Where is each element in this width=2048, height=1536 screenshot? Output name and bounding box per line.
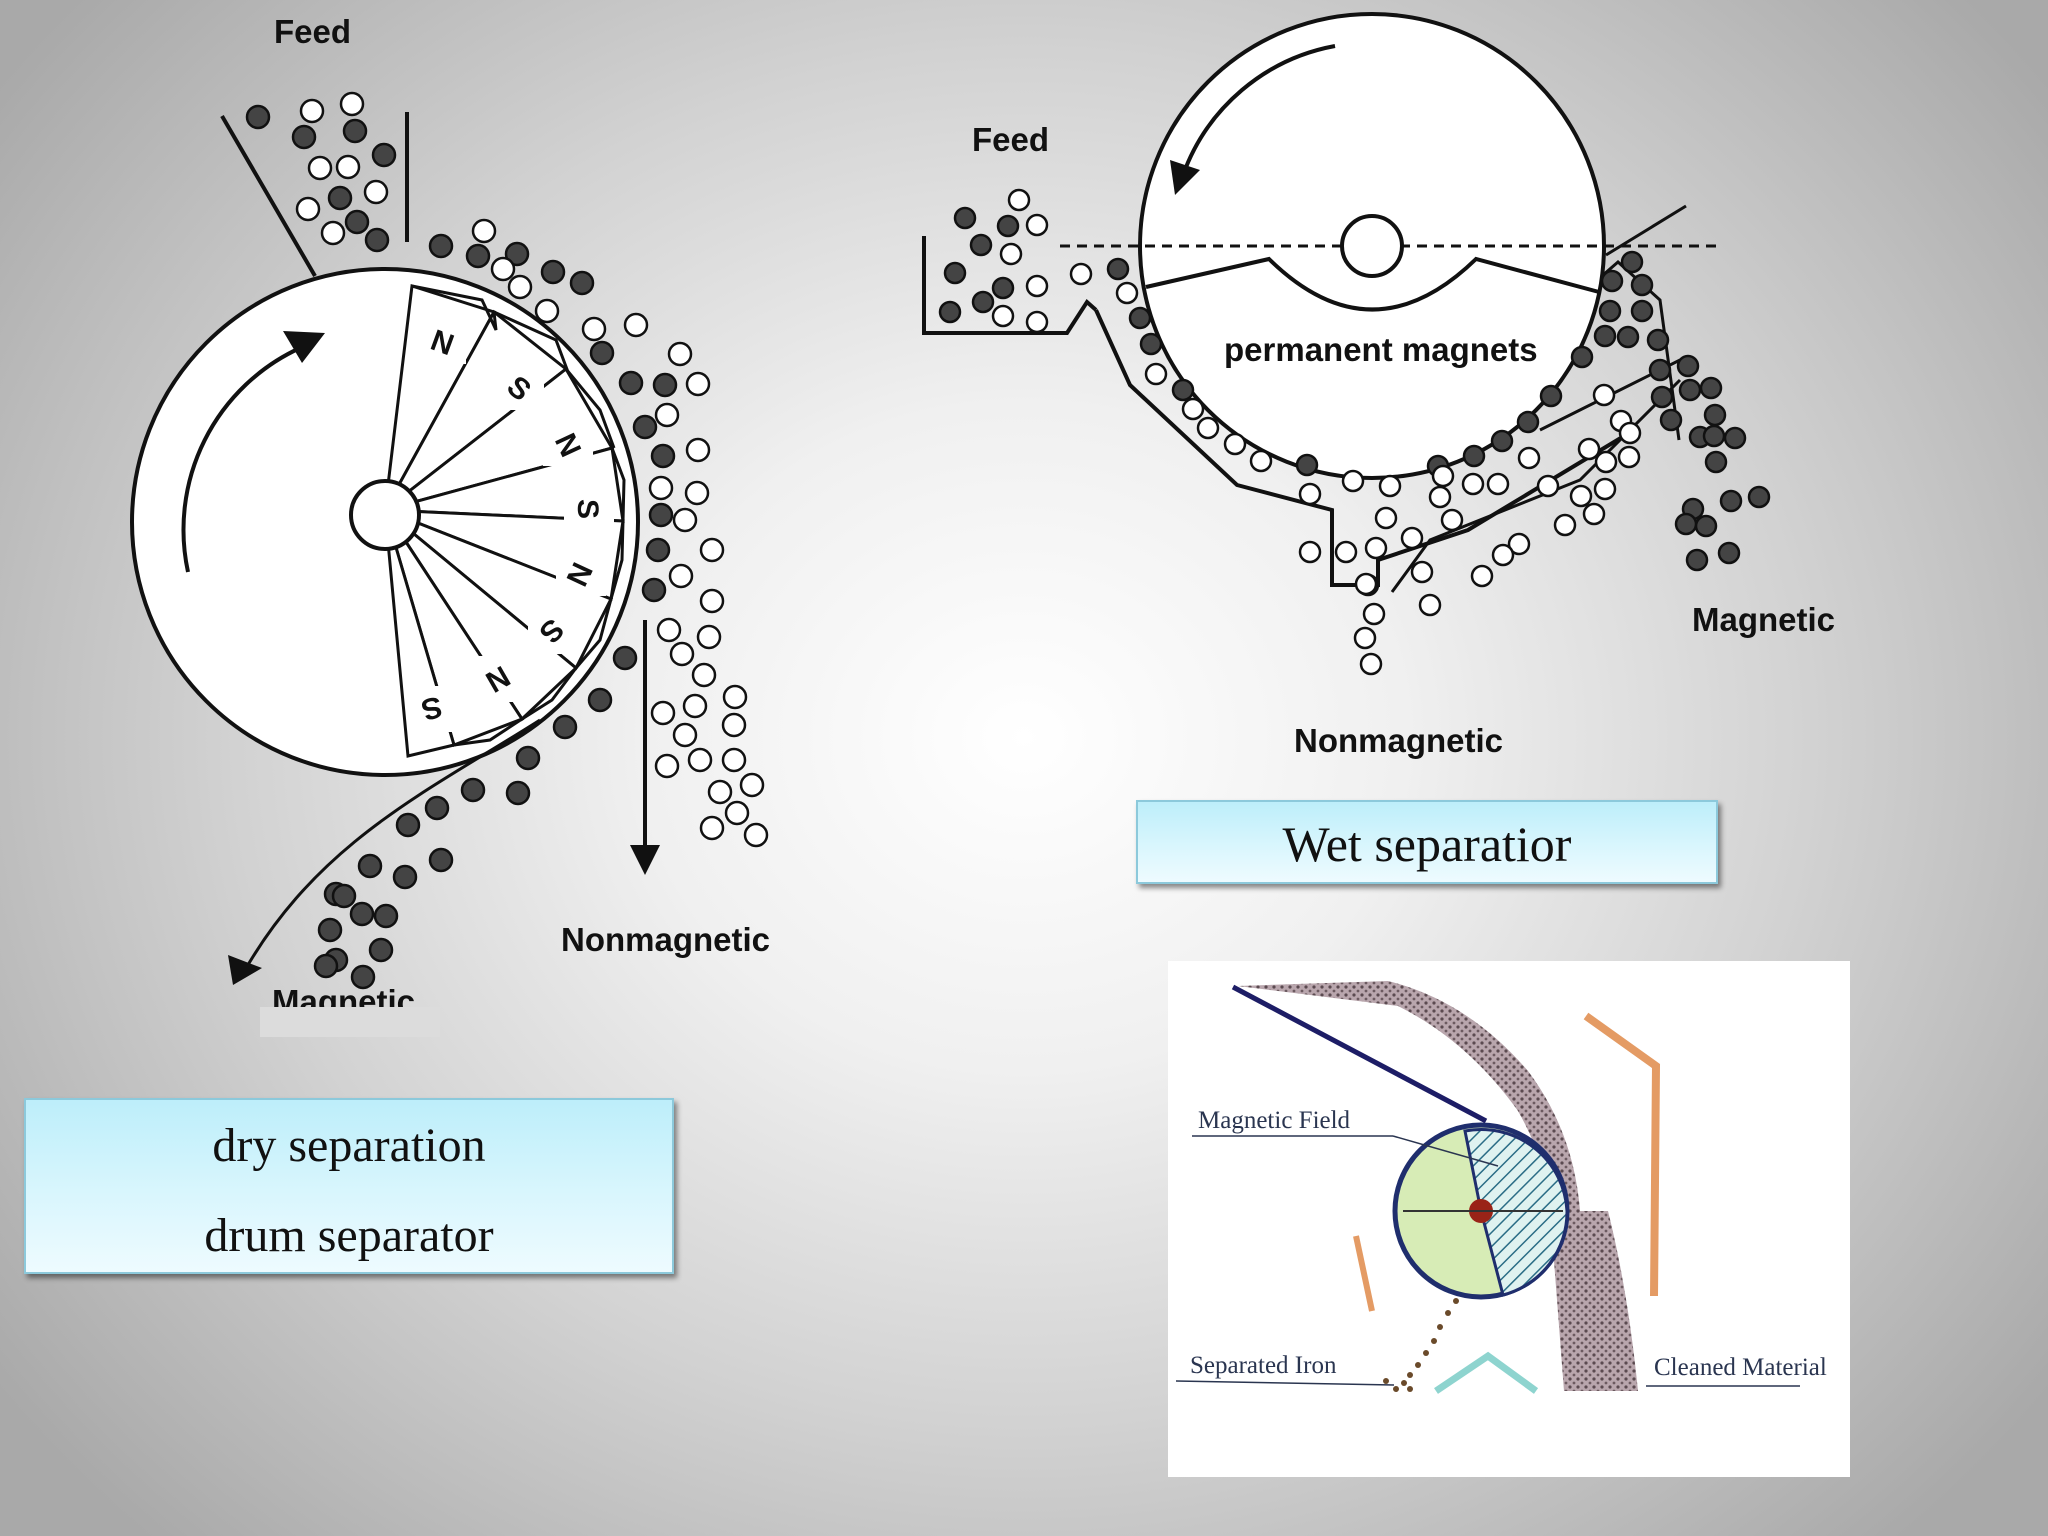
iron-chute xyxy=(1434,1351,1539,1394)
conveyor-belt xyxy=(1231,984,1488,1124)
wet-rotation-arrowhead xyxy=(1170,160,1200,195)
wet-rotation-arrow xyxy=(1181,44,1336,176)
pole-s-2: S xyxy=(571,499,604,519)
wet-separator-caption: Wet separatior xyxy=(1136,800,1718,884)
material-stream-lower xyxy=(1558,1211,1638,1391)
guard-plate-left xyxy=(1353,1235,1375,1312)
wet-feed-label: Feed xyxy=(972,121,1049,158)
dry-nonmagnetic-label: Nonmagnetic xyxy=(561,921,770,958)
magnetic-field-label: Magnetic Field xyxy=(1198,1107,1351,1134)
nonmagnetic-arrowhead xyxy=(630,845,660,875)
rotation-arrowhead xyxy=(283,331,325,363)
dry-caption-line1: dry separation xyxy=(212,1119,486,1172)
label-clip xyxy=(260,1007,440,1037)
wet-magnet-segment xyxy=(1145,256,1600,312)
rotation-arrow xyxy=(181,346,301,573)
separated-iron-particles xyxy=(1383,1298,1459,1392)
separated-iron-label: Separated Iron xyxy=(1190,1352,1337,1379)
magnetic-arrowhead xyxy=(228,955,262,985)
dry-caption-line2: drum separator xyxy=(204,1209,494,1262)
magnetic-field-leader-2 xyxy=(1392,1135,1499,1167)
guard-plate-right xyxy=(1583,1012,1661,1297)
permanent-magnets-label: permanent magnets xyxy=(1224,331,1538,368)
material-stream xyxy=(1238,981,1588,1391)
pole-labels: N S N S N S N S xyxy=(408,318,614,732)
cleaned-material-label: Cleaned Material xyxy=(1654,1354,1827,1381)
feed-hopper-left-wall xyxy=(220,114,317,278)
wet-particles-dark xyxy=(938,206,1771,572)
belt-separator-illustration: Magnetic Field Separated Iron Cleaned Ma… xyxy=(1168,961,1850,1477)
wet-nonmagnetic-label: Nonmagnetic xyxy=(1294,722,1503,759)
wet-tank xyxy=(1094,309,1636,587)
dry-particles-dark xyxy=(245,104,678,990)
separated-iron-leader xyxy=(1175,1380,1395,1386)
dry-separation-caption: dry separation drum separator xyxy=(24,1098,674,1274)
wet-drum-axle xyxy=(1340,214,1404,278)
wet-particles-light xyxy=(991,188,1642,676)
drum-axle xyxy=(349,479,421,551)
magnet-sector xyxy=(1463,1127,1569,1297)
dry-feed-label: Feed xyxy=(274,13,351,50)
magnetic-trajectory xyxy=(243,718,541,971)
wet-magnetic-label: Magnetic xyxy=(1692,601,1835,638)
dry-particles-light xyxy=(295,91,769,848)
wet-feed-box xyxy=(922,236,1098,335)
wet-right-wall xyxy=(1605,204,1687,257)
belt-separator-svg: Magnetic Field Separated Iron Cleaned Ma… xyxy=(1175,981,1827,1394)
